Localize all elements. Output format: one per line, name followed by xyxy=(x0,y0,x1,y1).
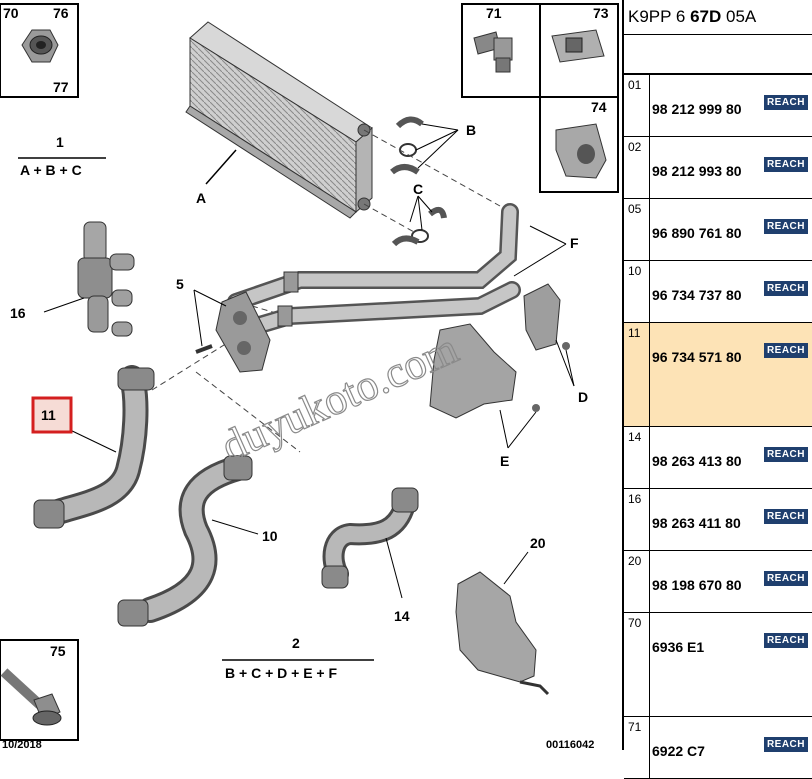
parts-diagram: 70 76 77 71 73 74 75 A xyxy=(0,3,619,750)
reach-badge[interactable]: REACH xyxy=(763,343,808,358)
callout-71: 71 xyxy=(486,5,502,21)
part-row-number: 05 xyxy=(624,199,650,260)
parts-box-71-73 xyxy=(461,3,619,98)
part-row-number: 01 xyxy=(624,75,650,136)
callout-20: 20 xyxy=(530,535,546,551)
callout-16: 16 xyxy=(10,305,26,321)
part-number[interactable]: 98 198 670 80 xyxy=(652,577,742,593)
callout-D: D xyxy=(578,389,588,405)
part-number[interactable]: 98 263 413 80 xyxy=(652,453,742,469)
callout-E: E xyxy=(500,453,509,469)
part-row-number: 11 xyxy=(624,323,650,426)
part-row-number: 20 xyxy=(624,551,650,612)
bracket-D xyxy=(523,283,570,351)
header-prefix: K9PP 6 xyxy=(628,7,691,26)
selected-callout-box[interactable] xyxy=(31,396,73,434)
callout-F: F xyxy=(570,235,579,251)
callout-B: B xyxy=(466,122,476,138)
callout-10: 10 xyxy=(262,528,278,544)
cover-20 xyxy=(455,571,550,696)
part-number[interactable]: 96 734 737 80 xyxy=(652,287,742,303)
pipe-flange xyxy=(195,291,271,373)
part-row-number: 70 xyxy=(624,613,650,716)
header-suffix: 05A xyxy=(721,7,757,26)
header-bold: 67D xyxy=(690,7,722,26)
part-number[interactable]: 98 212 999 80 xyxy=(652,101,742,117)
reach-badge[interactable]: REACH xyxy=(763,219,808,234)
part-row-number: 16 xyxy=(624,489,650,550)
part-row-number: 71 xyxy=(624,717,650,778)
reach-badge[interactable]: REACH xyxy=(763,95,808,110)
footer-code: 00116042 xyxy=(546,739,594,750)
part-number[interactable]: 98 263 411 80 xyxy=(652,515,741,531)
reach-badge[interactable]: REACH xyxy=(763,737,808,752)
kit-formula-2: 2 B + C + D + E + F xyxy=(222,635,374,681)
reach-badge[interactable]: REACH xyxy=(763,281,808,296)
pipe-set-F xyxy=(227,203,521,341)
callout-73: 73 xyxy=(593,5,609,21)
part-number[interactable]: 96 890 761 80 xyxy=(652,225,742,241)
reach-badge[interactable]: REACH xyxy=(763,509,808,524)
formula-2-number: 2 xyxy=(292,635,300,651)
callout-14: 14 xyxy=(394,608,410,624)
part-number[interactable]: 6922 C7 xyxy=(652,743,705,759)
kit-formula-1: 1 A + B + C xyxy=(18,134,106,178)
parts-box-70-76-77 xyxy=(0,3,79,98)
callout-C: C xyxy=(413,181,423,197)
callout-A: A xyxy=(196,190,206,206)
connector-16 xyxy=(77,221,135,337)
callout-77: 77 xyxy=(53,79,69,95)
callout-11: 11 xyxy=(41,407,56,423)
hose-11 xyxy=(33,365,155,529)
callout-5: 5 xyxy=(176,276,184,292)
heater-radiator xyxy=(185,21,373,219)
reach-badge[interactable]: REACH xyxy=(763,633,808,648)
panel-spacer xyxy=(624,35,812,75)
formula-1-expr: A + B + C xyxy=(20,162,82,178)
part-row-number: 14 xyxy=(624,427,650,488)
part-row-number: 10 xyxy=(624,261,650,322)
reach-badge[interactable]: REACH xyxy=(763,571,808,586)
panel-header: K9PP 6 67D 05A xyxy=(624,0,812,35)
bracket-E xyxy=(429,323,540,419)
callout-74: 74 xyxy=(591,99,607,115)
parts-box-75 xyxy=(0,639,79,741)
reach-badge[interactable]: REACH xyxy=(763,447,808,462)
formula-2-expr: B + C + D + E + F xyxy=(225,665,337,681)
parts-box-74 xyxy=(539,96,619,193)
part-number[interactable]: 96 734 571 80 xyxy=(652,349,742,365)
seal-set-C xyxy=(391,206,447,247)
callout-70: 70 xyxy=(3,5,19,21)
part-number[interactable]: 98 212 993 80 xyxy=(652,163,742,179)
callout-75: 75 xyxy=(50,643,66,659)
part-number[interactable]: 6936 E1 xyxy=(652,639,705,655)
formula-1-number: 1 xyxy=(56,134,64,150)
reach-badge[interactable]: REACH xyxy=(763,157,808,172)
seal-set-B xyxy=(390,116,424,175)
hose-14 xyxy=(321,487,419,589)
hose-10 xyxy=(117,455,253,627)
footer-date: 10/2018 xyxy=(2,739,42,750)
callout-76: 76 xyxy=(53,5,69,21)
part-row-number: 02 xyxy=(624,137,650,198)
